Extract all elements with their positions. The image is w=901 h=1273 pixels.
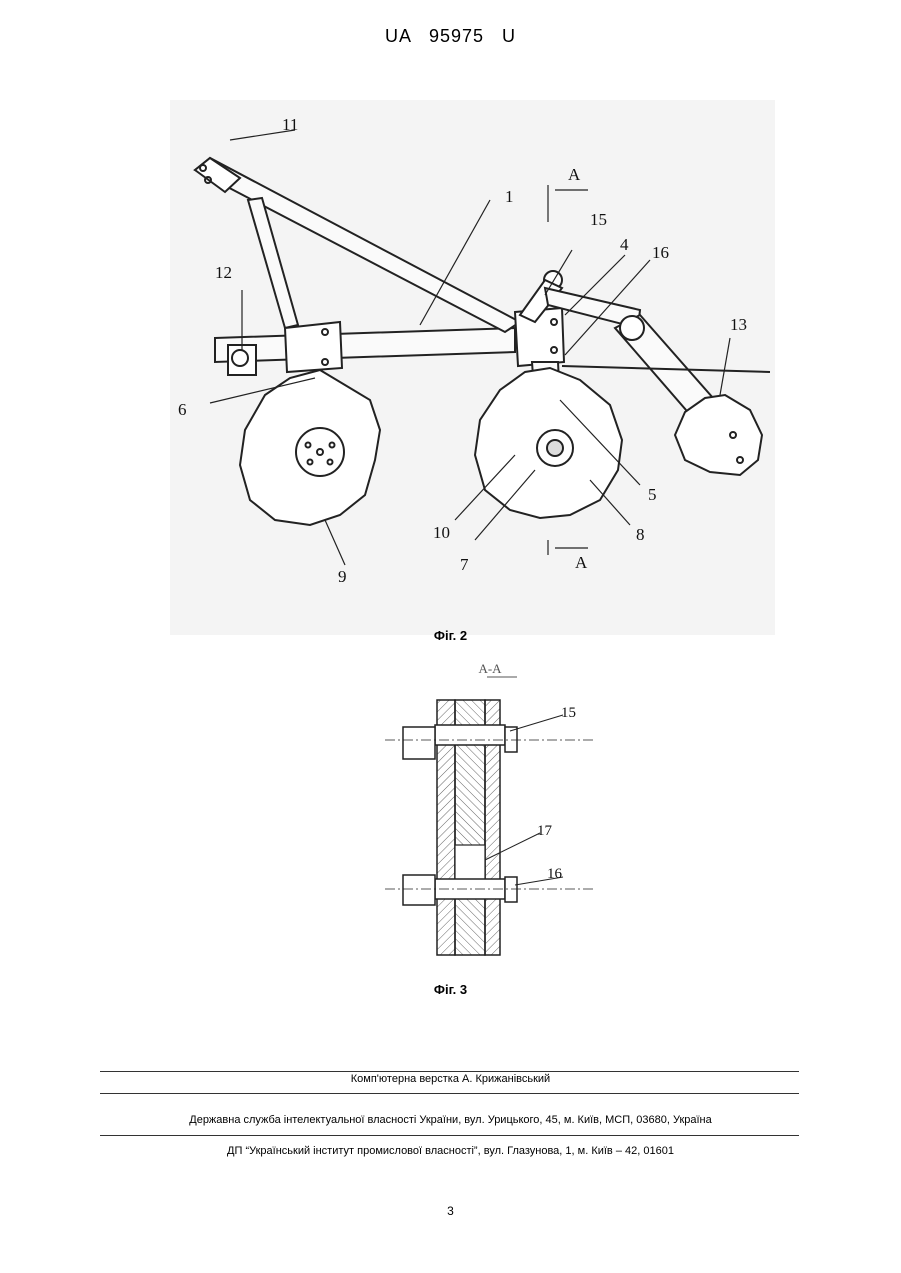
footer-agency: Державна служба інтелектуальної власност… — [0, 1114, 901, 1126]
callout-9: 9 — [338, 567, 347, 586]
callout-4: 4 — [620, 235, 629, 254]
callout-8: 8 — [636, 525, 645, 544]
footer-rule-1 — [100, 1071, 799, 1072]
callout-5: 5 — [648, 485, 657, 504]
section-title: A-A — [478, 661, 502, 676]
figure-3-callouts: 15 17 16 — [537, 705, 576, 882]
footer-institute: ДП “Український інститут промислової вла… — [0, 1145, 901, 1157]
page-number: 3 — [0, 1204, 901, 1218]
callout-16: 16 — [652, 243, 669, 262]
callout-11: 11 — [282, 115, 298, 134]
callout-section-a-bottom: A — [575, 553, 588, 572]
callout-15: 15 — [590, 210, 607, 229]
callout-16: 16 — [547, 866, 563, 882]
document-number: UA 95975 U — [0, 26, 901, 47]
footer-typesetting: Комп'ютерна верстка А. Крижанівський — [0, 1073, 901, 1085]
callout-13: 13 — [730, 315, 747, 334]
footer-rule-3 — [100, 1135, 799, 1136]
figure-3-caption: Фіг. 3 — [0, 982, 901, 997]
footer-rule-2 — [100, 1093, 799, 1094]
callout-section-a-top: A — [568, 165, 581, 184]
callout-15: 15 — [561, 705, 576, 721]
callout-12: 12 — [215, 263, 232, 282]
callout-10: 10 — [433, 523, 450, 542]
figure-2-drawing: 11 1 A 15 4 16 13 12 6 5 8 10 7 9 A — [170, 100, 775, 635]
callout-6: 6 — [178, 400, 187, 419]
callout-7: 7 — [460, 555, 469, 574]
figure-2-caption: Фіг. 2 — [0, 628, 901, 643]
figure-3-drawing: A-A 15 17 16 — [375, 655, 605, 975]
callout-17: 17 — [537, 823, 553, 839]
callout-1: 1 — [505, 187, 514, 206]
